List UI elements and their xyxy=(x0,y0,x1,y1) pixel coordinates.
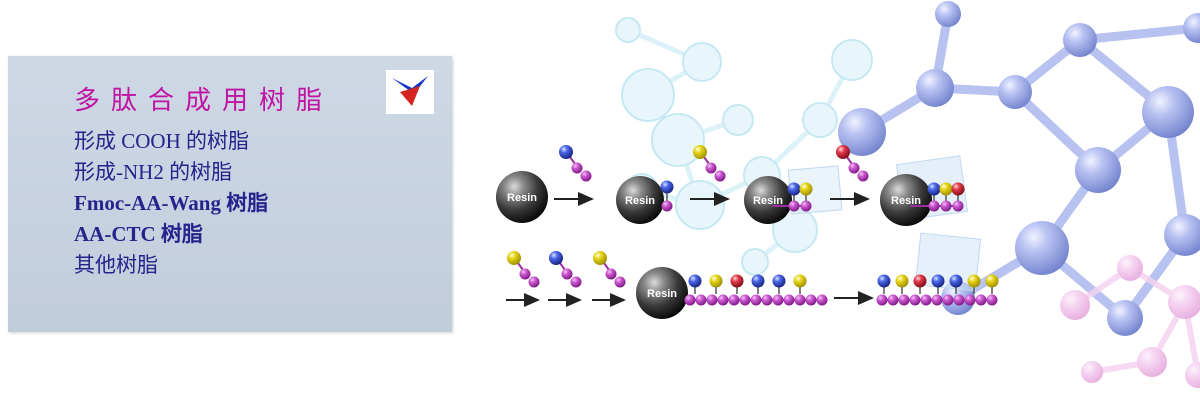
resin-sphere: Resin xyxy=(636,267,688,319)
svg-text:Resin: Resin xyxy=(507,192,537,204)
brand-logo-icon xyxy=(386,70,434,114)
resin-menu-panel: 多肽合成用树脂 形成 COOH 的树脂 形成-NH2 的树脂 Fmoc-AA-W… xyxy=(8,56,452,332)
background-molecule-cyan xyxy=(615,17,873,276)
background-molecule-blue xyxy=(838,1,1200,336)
resin-sphere: Resin xyxy=(616,176,674,224)
amino-acid-monomer xyxy=(559,145,592,182)
svg-text:Resin: Resin xyxy=(753,195,783,207)
menu-item-nh2-resin[interactable]: 形成-NH2 的树脂 xyxy=(74,160,233,184)
menu-item-cooh-resin[interactable]: 形成 COOH 的树脂 xyxy=(74,129,250,153)
page-title: 多肽合成用树脂 xyxy=(74,85,334,115)
resin-menu: 形成 COOH 的树脂 形成-NH2 的树脂 Fmoc-AA-Wang 树脂 A… xyxy=(74,126,268,281)
svg-text:Resin: Resin xyxy=(647,288,677,300)
menu-item-fmoc-aa-wang-resin[interactable]: Fmoc-AA-Wang 树脂 xyxy=(74,191,269,215)
svg-text:Resin: Resin xyxy=(625,195,655,207)
amino-acid-monomer xyxy=(507,251,540,288)
background-molecule-pink xyxy=(1060,255,1200,388)
menu-item-aa-ctc-resin[interactable]: AA-CTC 树脂 xyxy=(74,222,203,246)
amino-acid-monomer xyxy=(836,145,869,182)
amino-acid-monomer xyxy=(593,251,626,288)
resin-sphere: Resin xyxy=(880,174,965,226)
peptide-chain xyxy=(876,274,999,306)
amino-acid-monomer xyxy=(693,145,726,182)
amino-acid-monomer xyxy=(549,251,582,288)
peptide-chain xyxy=(684,274,828,306)
svg-text:Resin: Resin xyxy=(891,195,921,207)
resin-sphere: Resin xyxy=(744,176,813,224)
resin-sphere: Resin xyxy=(496,171,548,223)
menu-item-other-resin[interactable]: 其他树脂 xyxy=(74,253,158,277)
